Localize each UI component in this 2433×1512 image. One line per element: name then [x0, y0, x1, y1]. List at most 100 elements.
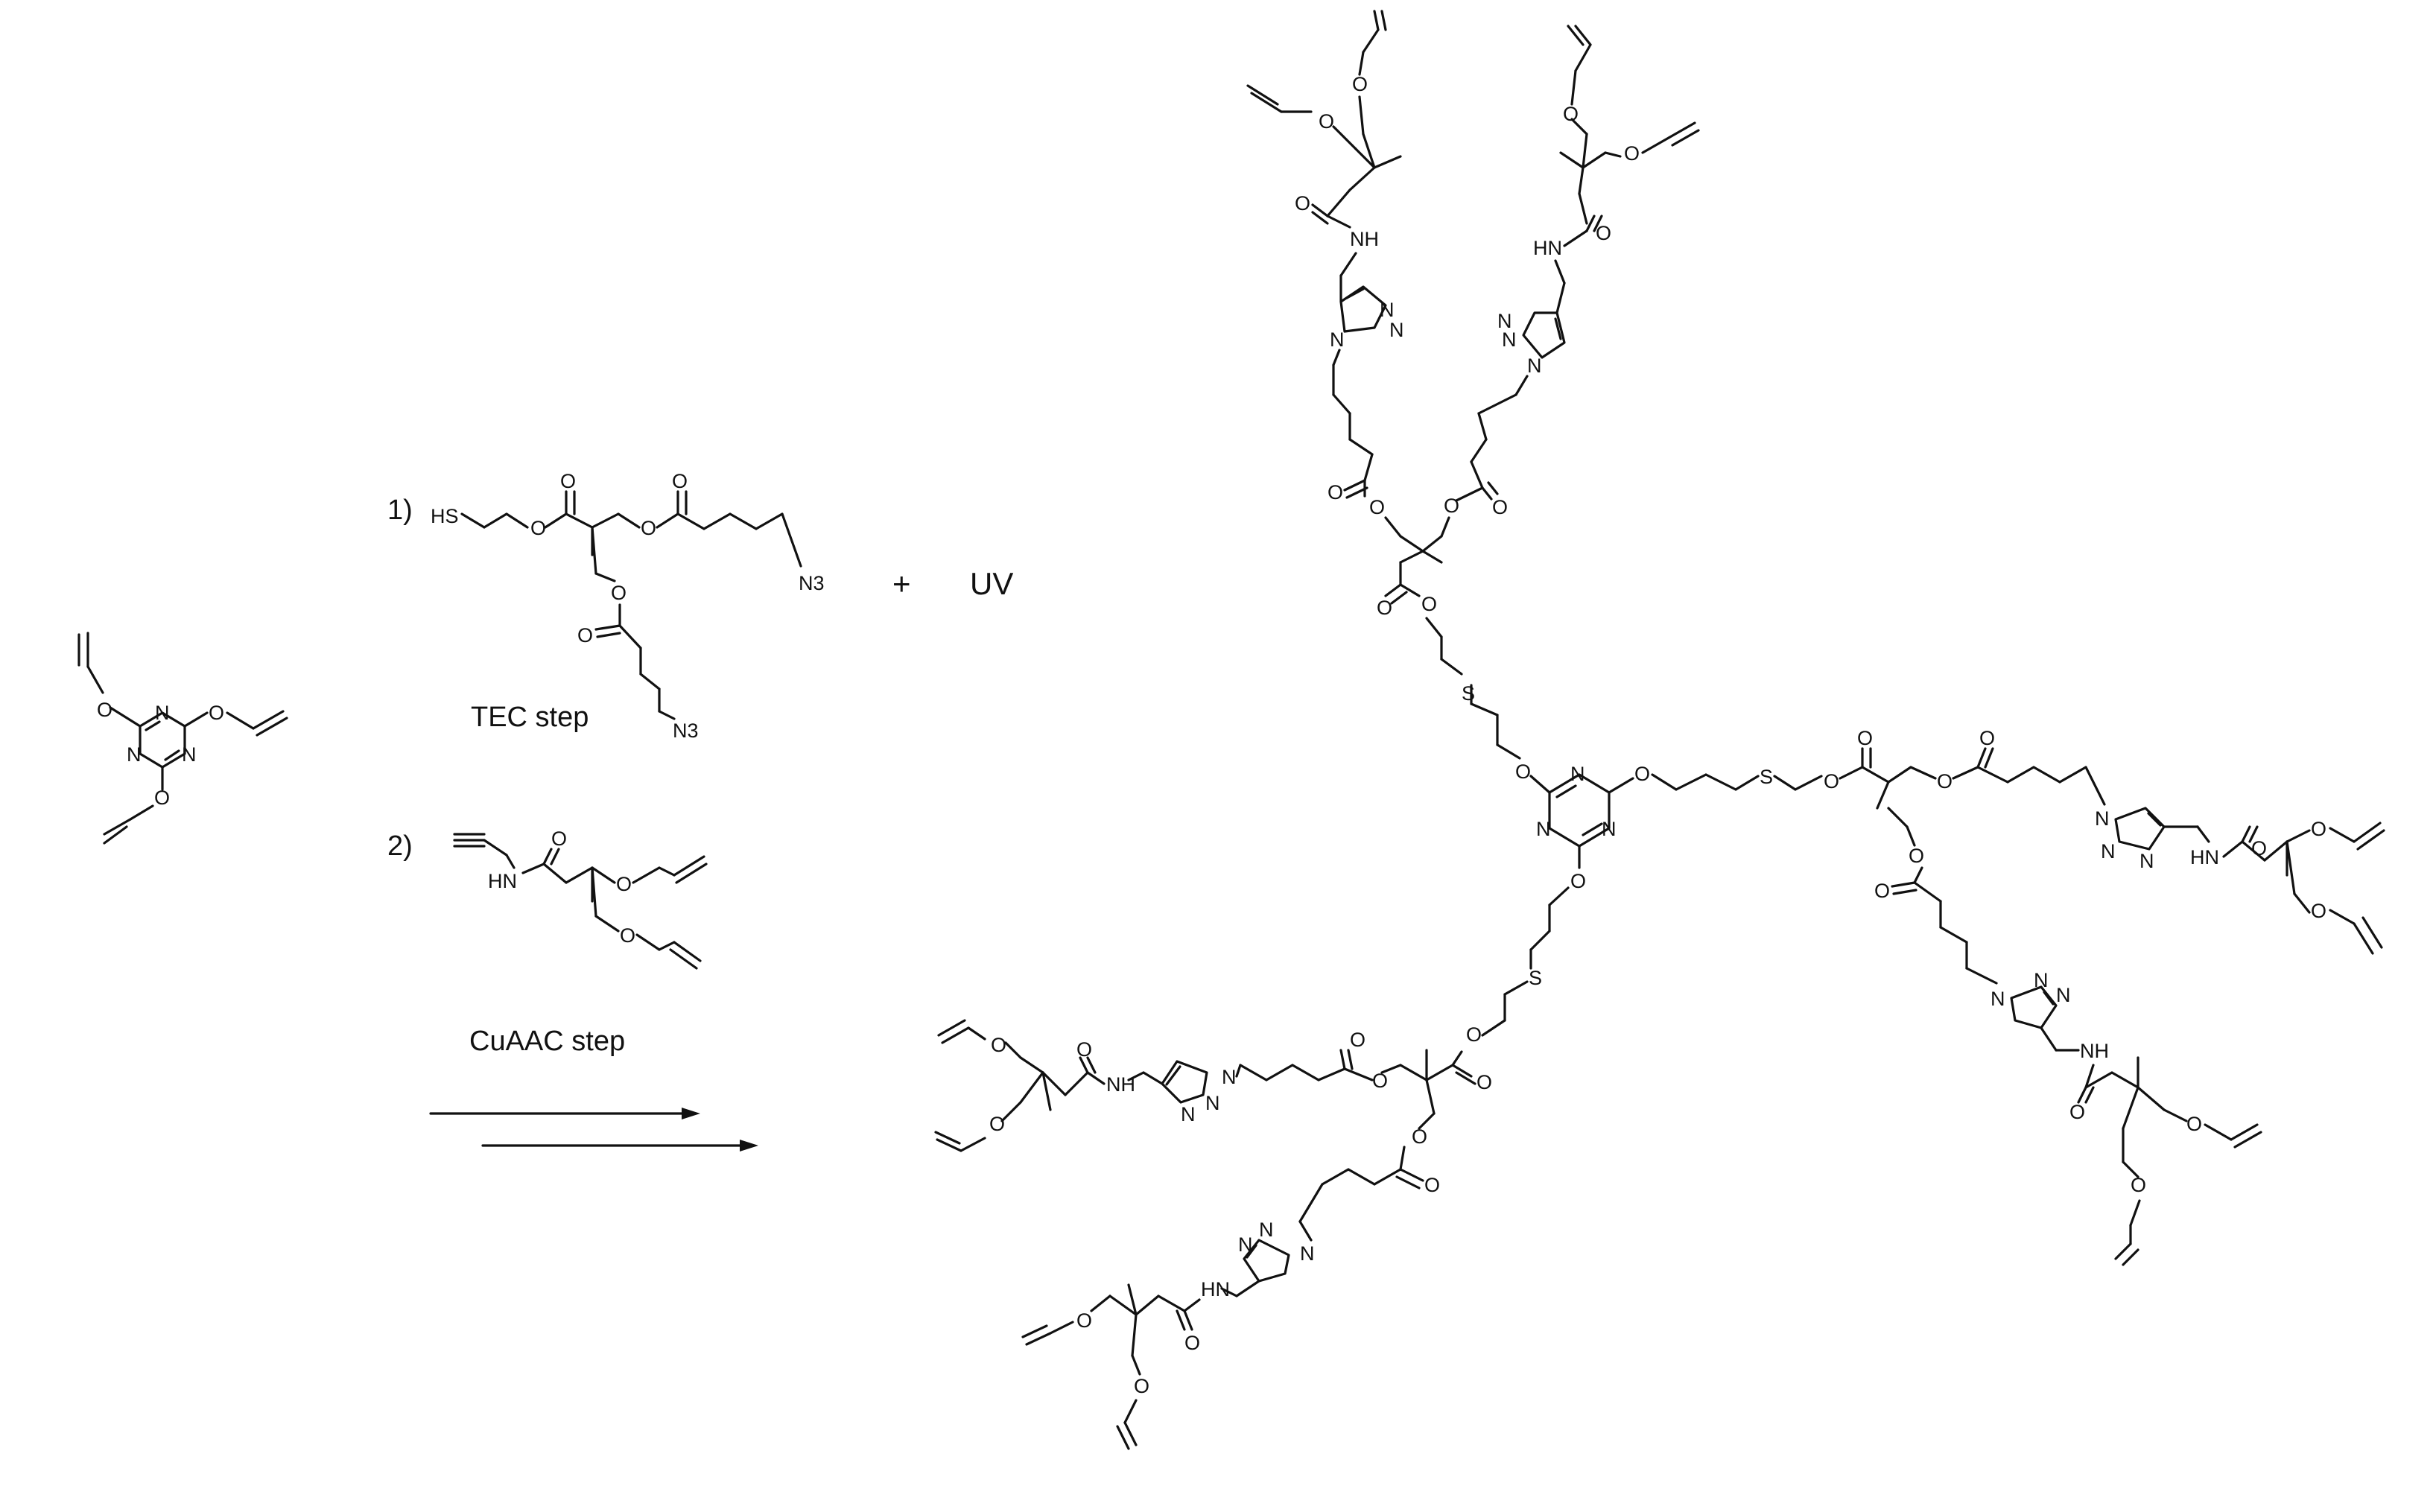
atom-o: O — [2251, 837, 2267, 860]
atom-o: O — [1515, 760, 1531, 783]
atom-o: O — [1624, 142, 1640, 165]
atom-o: O — [1634, 763, 1650, 785]
upper-branch: S O O O O O — [1246, 10, 1700, 760]
atom-n: N — [127, 743, 142, 766]
uv-label: UV — [970, 566, 1013, 601]
atom-o: O — [616, 873, 632, 895]
lower-left-branch: S O O O O N N N — [934, 886, 1570, 1450]
atom-o: O — [1424, 1174, 1440, 1196]
step2-label: CuAAC step — [469, 1026, 625, 1057]
atom-o: O — [1563, 103, 1579, 125]
atom-o: O — [1412, 1125, 1427, 1148]
atom-n: N — [2056, 984, 2071, 1006]
core-triazine: N N N O O O — [1515, 760, 1650, 892]
atom-o: O — [611, 582, 627, 604]
atom-o: O — [577, 624, 593, 647]
atom-n1: N — [1222, 1066, 1237, 1088]
atom-n: N — [1259, 1219, 1274, 1241]
atom-n: N — [2034, 969, 2049, 991]
atom-o: O — [1134, 1375, 1149, 1397]
atom-o: O — [560, 470, 576, 492]
atom-nh: NH — [2080, 1040, 2109, 1062]
atom-n1: N — [1991, 988, 2005, 1010]
atom-n: N — [1497, 310, 1512, 332]
atom-o: O — [1444, 495, 1459, 517]
atom-s: S — [1760, 766, 1773, 788]
atom-n: N — [2101, 840, 2116, 863]
atom-o: O — [1570, 870, 1586, 892]
atom-hn: HN — [1533, 237, 1562, 259]
step2-reagent-alkyne-amide: HN O O O — [453, 828, 708, 970]
atom-n: N — [1205, 1092, 1220, 1114]
atom-n: N — [1238, 1233, 1253, 1256]
atom-o: O — [1937, 770, 1953, 792]
atom-o: O — [1824, 770, 1839, 792]
atom-o: O — [620, 924, 635, 947]
atom-o: O — [1857, 727, 1873, 749]
starting-material-triazine: O O O N N N — [77, 632, 288, 845]
atom-nh: NH — [1106, 1073, 1135, 1096]
atom-o: O — [1350, 1029, 1365, 1051]
atom-o: O — [97, 699, 112, 721]
atom-n1: N — [1300, 1242, 1315, 1265]
atom-hn: HN — [1201, 1278, 1230, 1300]
atom-o: O — [2186, 1113, 2202, 1135]
atom-o: O — [1874, 880, 1890, 902]
atom-o: O — [1327, 481, 1343, 504]
atom-o: O — [551, 828, 567, 850]
atom-o: O — [1492, 496, 1508, 518]
atom-n: N — [1380, 299, 1395, 321]
atom-n1: N — [1330, 328, 1345, 351]
atom-o: O — [1369, 496, 1385, 518]
atom-n: N — [1536, 818, 1551, 840]
atom-o: O — [1372, 1070, 1388, 1092]
atom-n: N — [2139, 850, 2154, 872]
atom-n3: N3 — [673, 720, 699, 742]
atom-o: O — [530, 517, 546, 539]
atom-hn: HN — [2190, 846, 2219, 868]
atom-n: N — [155, 702, 170, 724]
atom-n: N — [1602, 818, 1617, 840]
product-dendrimer: N N N O O O S O O — [934, 10, 2385, 1450]
atom-o: O — [1466, 1023, 1482, 1046]
right-branch: S O O O O N N N — [1651, 727, 2385, 1266]
atom-o: O — [1295, 192, 1310, 215]
atom-n: N — [1181, 1103, 1196, 1125]
atom-s: S — [1529, 967, 1542, 989]
step1-label: TEC step — [471, 702, 589, 733]
atom-n1: N — [2095, 807, 2110, 830]
reaction-arrows — [429, 1108, 758, 1152]
atom-o: O — [1596, 222, 1611, 244]
atom-o: O — [1377, 597, 1392, 619]
step1-reagent-thiol-azide: HS O O O O N3 O O N3 — [431, 470, 825, 742]
atom-o: O — [209, 702, 224, 724]
atom-o: O — [1421, 593, 1437, 615]
atom-o: O — [1076, 1309, 1092, 1332]
atom-o: O — [1076, 1038, 1092, 1061]
atom-o: O — [1909, 845, 1924, 867]
step1-number: 1) — [387, 495, 413, 526]
atom-n: N — [1389, 319, 1404, 341]
atom-o: O — [1979, 727, 1995, 749]
step2-number: 2) — [387, 830, 413, 862]
atom-o: O — [672, 470, 688, 492]
atom-o: O — [2131, 1174, 2146, 1196]
atom-o: O — [991, 1034, 1006, 1056]
atom-n: N — [1502, 328, 1517, 351]
atom-o: O — [1184, 1332, 1200, 1354]
atom-hs: HS — [431, 505, 459, 527]
atom-nh: NH — [1350, 228, 1379, 250]
atom-o: O — [2311, 818, 2326, 840]
atom-o: O — [2311, 900, 2326, 922]
atom-n3: N3 — [799, 572, 825, 594]
atom-o: O — [1476, 1071, 1492, 1093]
atom-n1: N — [1527, 355, 1542, 377]
atom-n: N — [182, 743, 197, 766]
atom-o: O — [1352, 73, 1368, 95]
atom-o: O — [641, 517, 656, 539]
atom-o: O — [154, 787, 170, 809]
atom-s: S — [1462, 682, 1475, 705]
plus-sign: + — [892, 566, 911, 601]
